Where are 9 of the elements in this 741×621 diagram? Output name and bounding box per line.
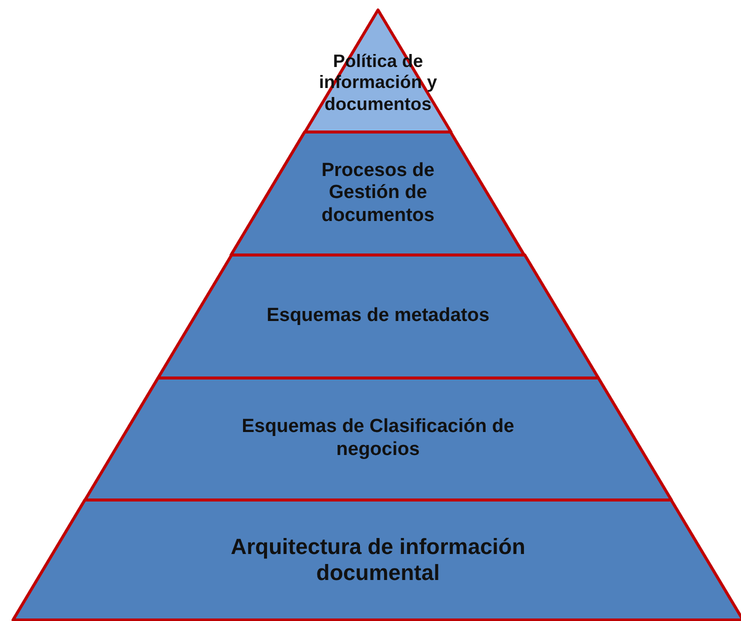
pyramid-layer — [13, 500, 741, 620]
pyramid-layer — [305, 10, 451, 132]
layer-label: Arquitectura de información documental — [230, 534, 526, 586]
pyramid-layer — [231, 132, 525, 255]
pyramid-layer — [158, 255, 598, 378]
pyramid-layer — [84, 378, 672, 500]
layer-label: Esquemas de Clasificación de negocios — [240, 416, 516, 462]
layer-label: Procesos de Gestión de documentos — [320, 160, 436, 228]
layer-label: Esquemas de metadatos — [266, 305, 490, 328]
